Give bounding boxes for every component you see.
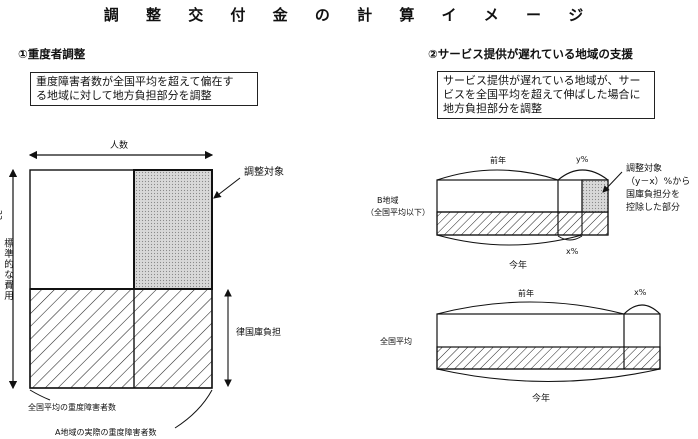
height-number: 23 [0,210,3,221]
bottom-label2: A地域の実際の重度障害者数 [55,428,157,437]
section2-note-line2: ビスを全国平均を超えて伸ばした場合に [443,88,641,101]
bottom-x-percent: x% [634,288,647,297]
section2-top-diagram [436,169,623,246]
section1-note: 重度障害者数が全国平均を超えて偏在す る地域に対して地方負担部分を調整 [30,72,258,106]
top-this-year: 今年 [509,261,528,271]
top-target-note: 調整対象 （y－x）%から 国庫負担分を 控除した部分 [626,163,690,215]
top-y-percent: y% [576,155,589,164]
top-x-percent: x% [566,247,579,256]
page-title: 調 整 交 付 金 の 計 算 イ メ ー ジ [103,6,595,24]
section2-note-line1: サービス提供が遅れている地域が、サー [443,74,641,87]
section2-note-line3: 地方負担部分を調整 [443,102,542,115]
target-label: 調整対象 [244,167,284,178]
avg-label: 全国平均 [380,337,412,346]
top-target-line2: （y－x）%から [626,177,691,187]
section2-heading: ②サービス提供が遅れている地域の支援 [428,47,633,61]
region-b-target [581,179,609,213]
section2-note: サービス提供が遅れている地域が、サー ビスを全国平均を超えて伸ばした場合に 地方… [437,71,655,119]
section1-heading: ①重度者調整 [18,47,86,61]
top-target-line1: 調整対象 [626,164,663,174]
national-label: 律国庫負担 [236,328,282,338]
bottom-label1: 全国平均の重度障害者数 [28,403,116,412]
top-target-line3: 国庫負担分を [626,190,681,200]
region-b-sub: （全国平均以下） [366,208,430,217]
top-prev-year: 前年 [490,156,506,165]
height-label: 標準的な費用 [2,238,13,301]
region-b-label: B地域 [377,196,399,205]
width-label: 人数 [110,141,129,151]
top-target-line4: 控除した部分 [626,203,681,213]
bottom-prev-year: 前年 [518,289,534,298]
section2-bottom-diagram [436,301,661,383]
section1-note-line2: る地域に対して地方負担部分を調整 [36,89,212,102]
target-pointer [213,177,241,199]
bottom-this-year: 今年 [532,394,551,404]
national-share-region [29,288,213,389]
section1-note-line1: 重度障害者数が全国平均を超えて偏在す [36,75,234,88]
section1-diagram [8,150,241,429]
target-region [133,169,213,290]
